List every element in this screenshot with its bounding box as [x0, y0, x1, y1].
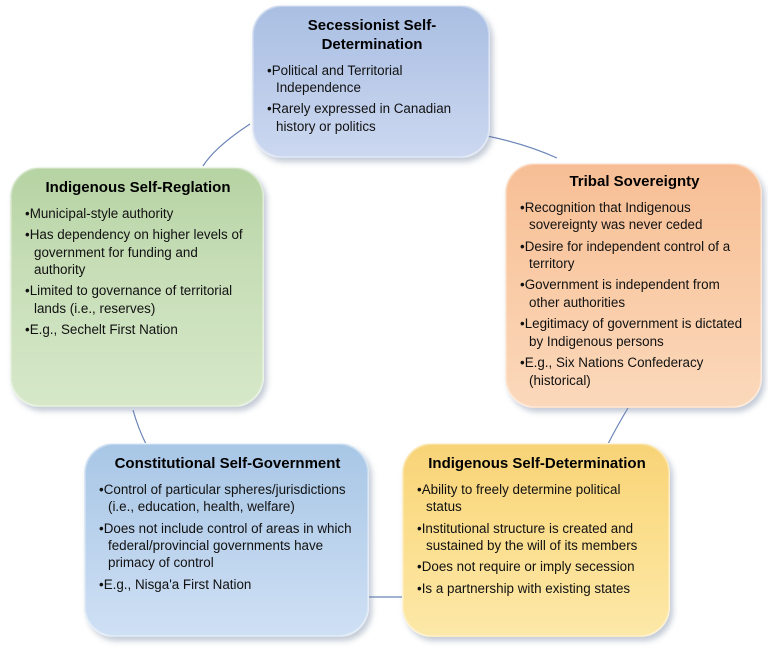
connector-right-to-bottomright	[607, 407, 629, 445]
connector-left-to-bottomleft	[132, 409, 147, 445]
bullet-list: Control of particular spheres/jurisdicti…	[99, 481, 356, 594]
node-indigenous-self-determination: Indigenous Self-Determination Ability to…	[402, 443, 670, 637]
bullet-item: E.g., Six Nations Confederacy (historica…	[520, 354, 749, 389]
bullet-item: Government is independent from other aut…	[520, 276, 749, 311]
bullet-item: E.g., Nisga'a First Nation	[99, 576, 356, 593]
node-title: Constitutional Self-Government	[114, 455, 341, 472]
node-secessionist-self-determination: Secessionist Self-Determination Politica…	[252, 5, 490, 158]
bullet-list: Recognition that Indigenous sovereignty …	[520, 199, 749, 389]
node-title: Indigenous Self-Reglation	[45, 179, 231, 196]
bullet-item: Ability to freely determine political st…	[417, 481, 657, 516]
node-constitutional-self-government: Constitutional Self-Government Control o…	[84, 443, 369, 637]
bullet-item: Does not include control of areas in whi…	[99, 520, 356, 572]
bullet-item: Is a partnership with existing states	[417, 580, 657, 597]
node-title: Indigenous Self-Determination	[428, 455, 646, 472]
bullet-item: Institutional structure is created and s…	[417, 520, 657, 555]
node-indigenous-self-reglation: Indigenous Self-Reglation Municipal-styl…	[10, 167, 264, 407]
bullet-item: Rarely expressed in Canadian history or …	[267, 100, 477, 135]
node-tribal-sovereignty: Tribal Sovereignty Recognition that Indi…	[505, 163, 762, 408]
bullet-list: Political and Territorial Independence R…	[267, 62, 477, 136]
bullet-item: Recognition that Indigenous sovereignty …	[520, 199, 749, 234]
bullet-item: Limited to governance of territorial lan…	[25, 282, 251, 317]
bullet-list: Ability to freely determine political st…	[417, 481, 657, 598]
node-title: Secessionist Self-Determination	[307, 17, 437, 53]
bullet-list: Municipal-style authority Has dependency…	[25, 205, 251, 339]
bullet-item: Desire for independent control of a terr…	[520, 238, 749, 273]
bullet-item: Has dependency on higher levels of gover…	[25, 226, 251, 278]
bullet-item: E.g., Sechelt First Nation	[25, 321, 251, 338]
bullet-item: Municipal-style authority	[25, 205, 251, 222]
bullet-item: Political and Territorial Independence	[267, 62, 477, 97]
bullet-item: Does not require or imply secession	[417, 558, 657, 575]
connector-top-to-left	[202, 123, 251, 167]
bullet-item: Control of particular spheres/jurisdicti…	[99, 481, 356, 516]
bullet-item: Legitimacy of government is dictated by …	[520, 315, 749, 350]
node-title: Tribal Sovereignty	[569, 173, 700, 190]
